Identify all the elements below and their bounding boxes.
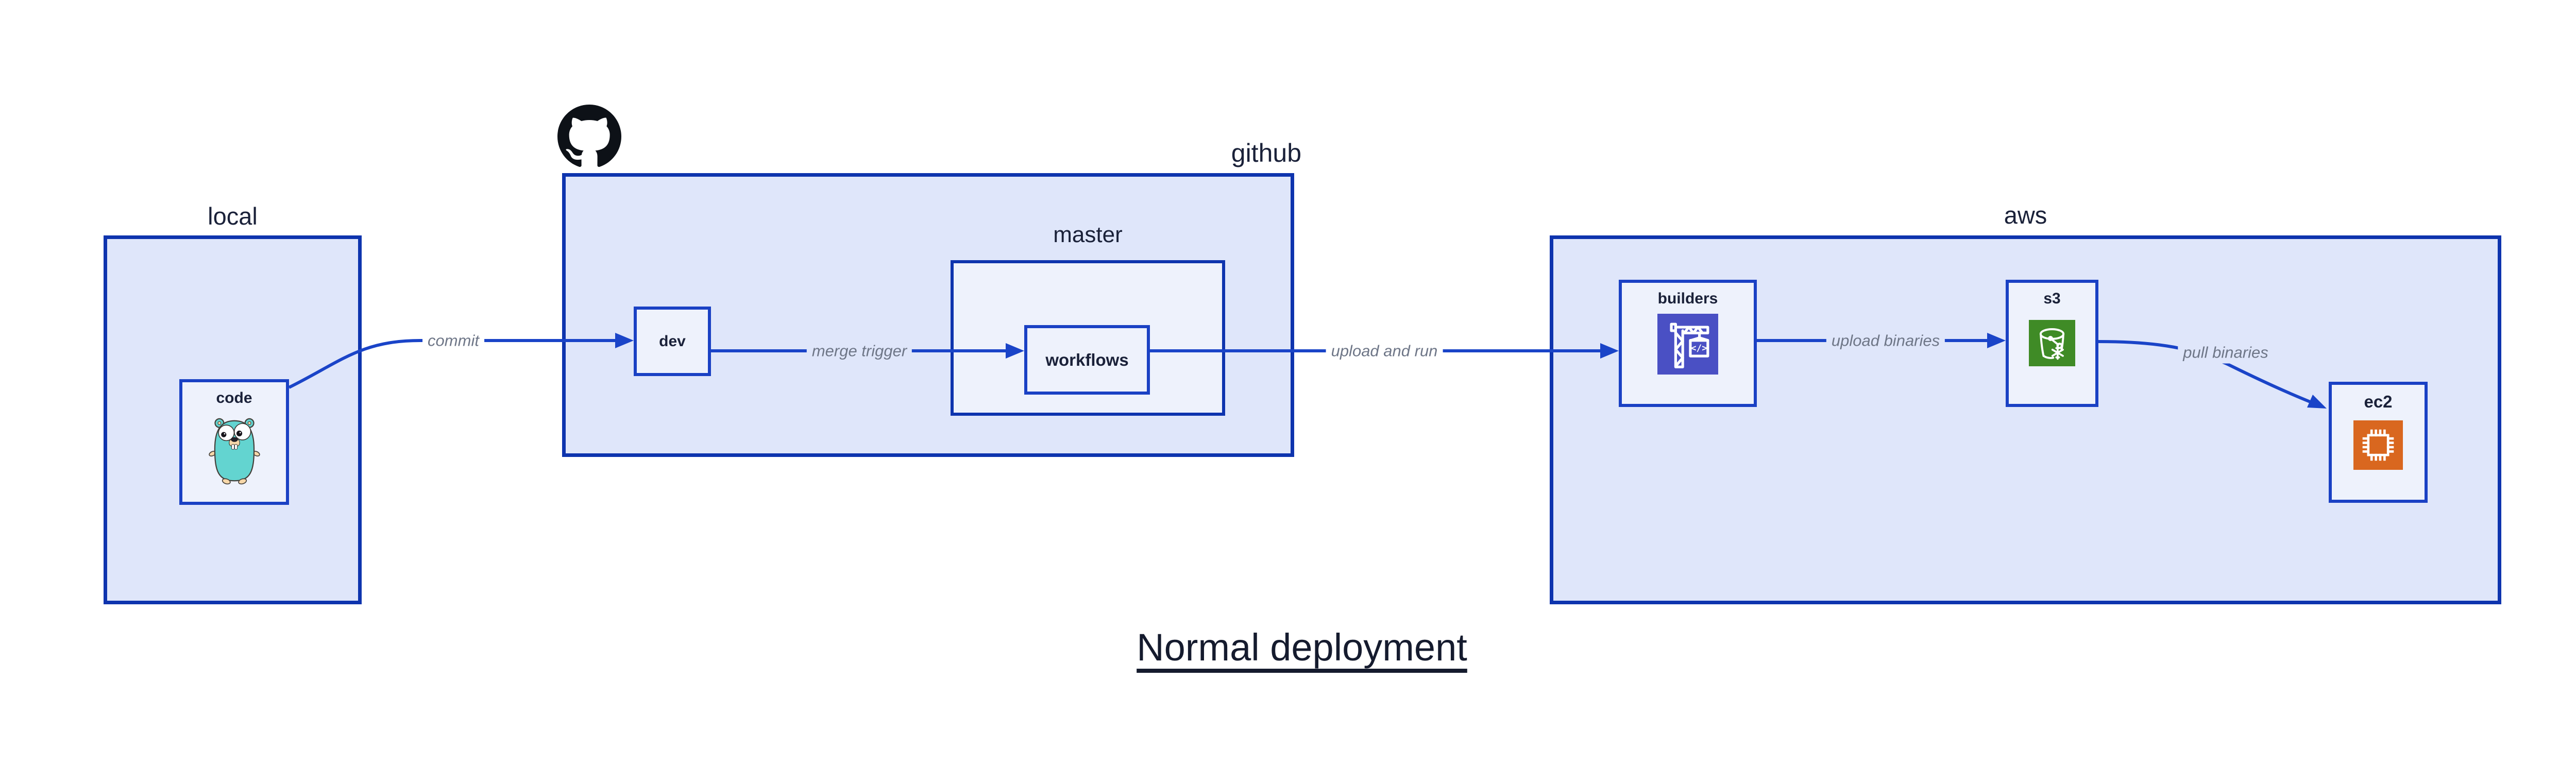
edge-commit-line (288, 339, 617, 389)
edge-label-pull-binaries: pull binaries (2178, 341, 2274, 364)
github-container-title: github (1231, 139, 1301, 167)
edge-upload-binaries-arrowhead (1987, 333, 2006, 348)
edge-label-upload-and-run: upload and run (1326, 339, 1443, 362)
edge-pull-binaries-arrowhead (2307, 395, 2327, 409)
ec2-node: ec2 (2329, 382, 2428, 503)
edge-upload-and-run-arrowhead (1600, 343, 1619, 359)
cpu-chip-icon (2353, 420, 2403, 470)
go-gopher-icon (208, 418, 260, 485)
workflows-node: workflows (1024, 325, 1150, 395)
github-octocat-icon (557, 105, 621, 167)
edge-pull-binaries-line (2098, 340, 2311, 403)
edge-commit-arrowhead (615, 333, 634, 348)
local-container-title: local (208, 202, 258, 230)
ec2-node-label: ec2 (2364, 392, 2393, 411)
workflows-node-label: workflows (1045, 350, 1129, 369)
code-node: code (179, 379, 289, 505)
builders-node-label: builders (1657, 290, 1718, 307)
dev-node-label: dev (659, 332, 686, 350)
edge-label-merge-trigger: merge trigger (806, 339, 912, 362)
code-node-label: code (216, 389, 252, 406)
edge-label-upload-binaries: upload binaries (1826, 329, 1945, 352)
edge-label-commit: commit (422, 329, 484, 352)
dev-node: dev (634, 307, 711, 376)
diagram-title: Normal deployment (0, 627, 2576, 668)
edge-merge-trigger-arrowhead (1006, 343, 1024, 359)
diagram-title-text: Normal deployment (1137, 626, 1467, 669)
master-container-title: master (1053, 222, 1123, 247)
aws-container-title: aws (2004, 201, 2047, 229)
svg-text:</>: </> (1691, 343, 1707, 353)
builders-node: builders </> (1619, 280, 1757, 407)
codebuild-crane-icon: </> (1657, 314, 1718, 375)
s3-node-label: s3 (2043, 290, 2061, 307)
s3-node: s3 (2006, 280, 2098, 407)
s3-bucket-icon (2029, 320, 2075, 366)
